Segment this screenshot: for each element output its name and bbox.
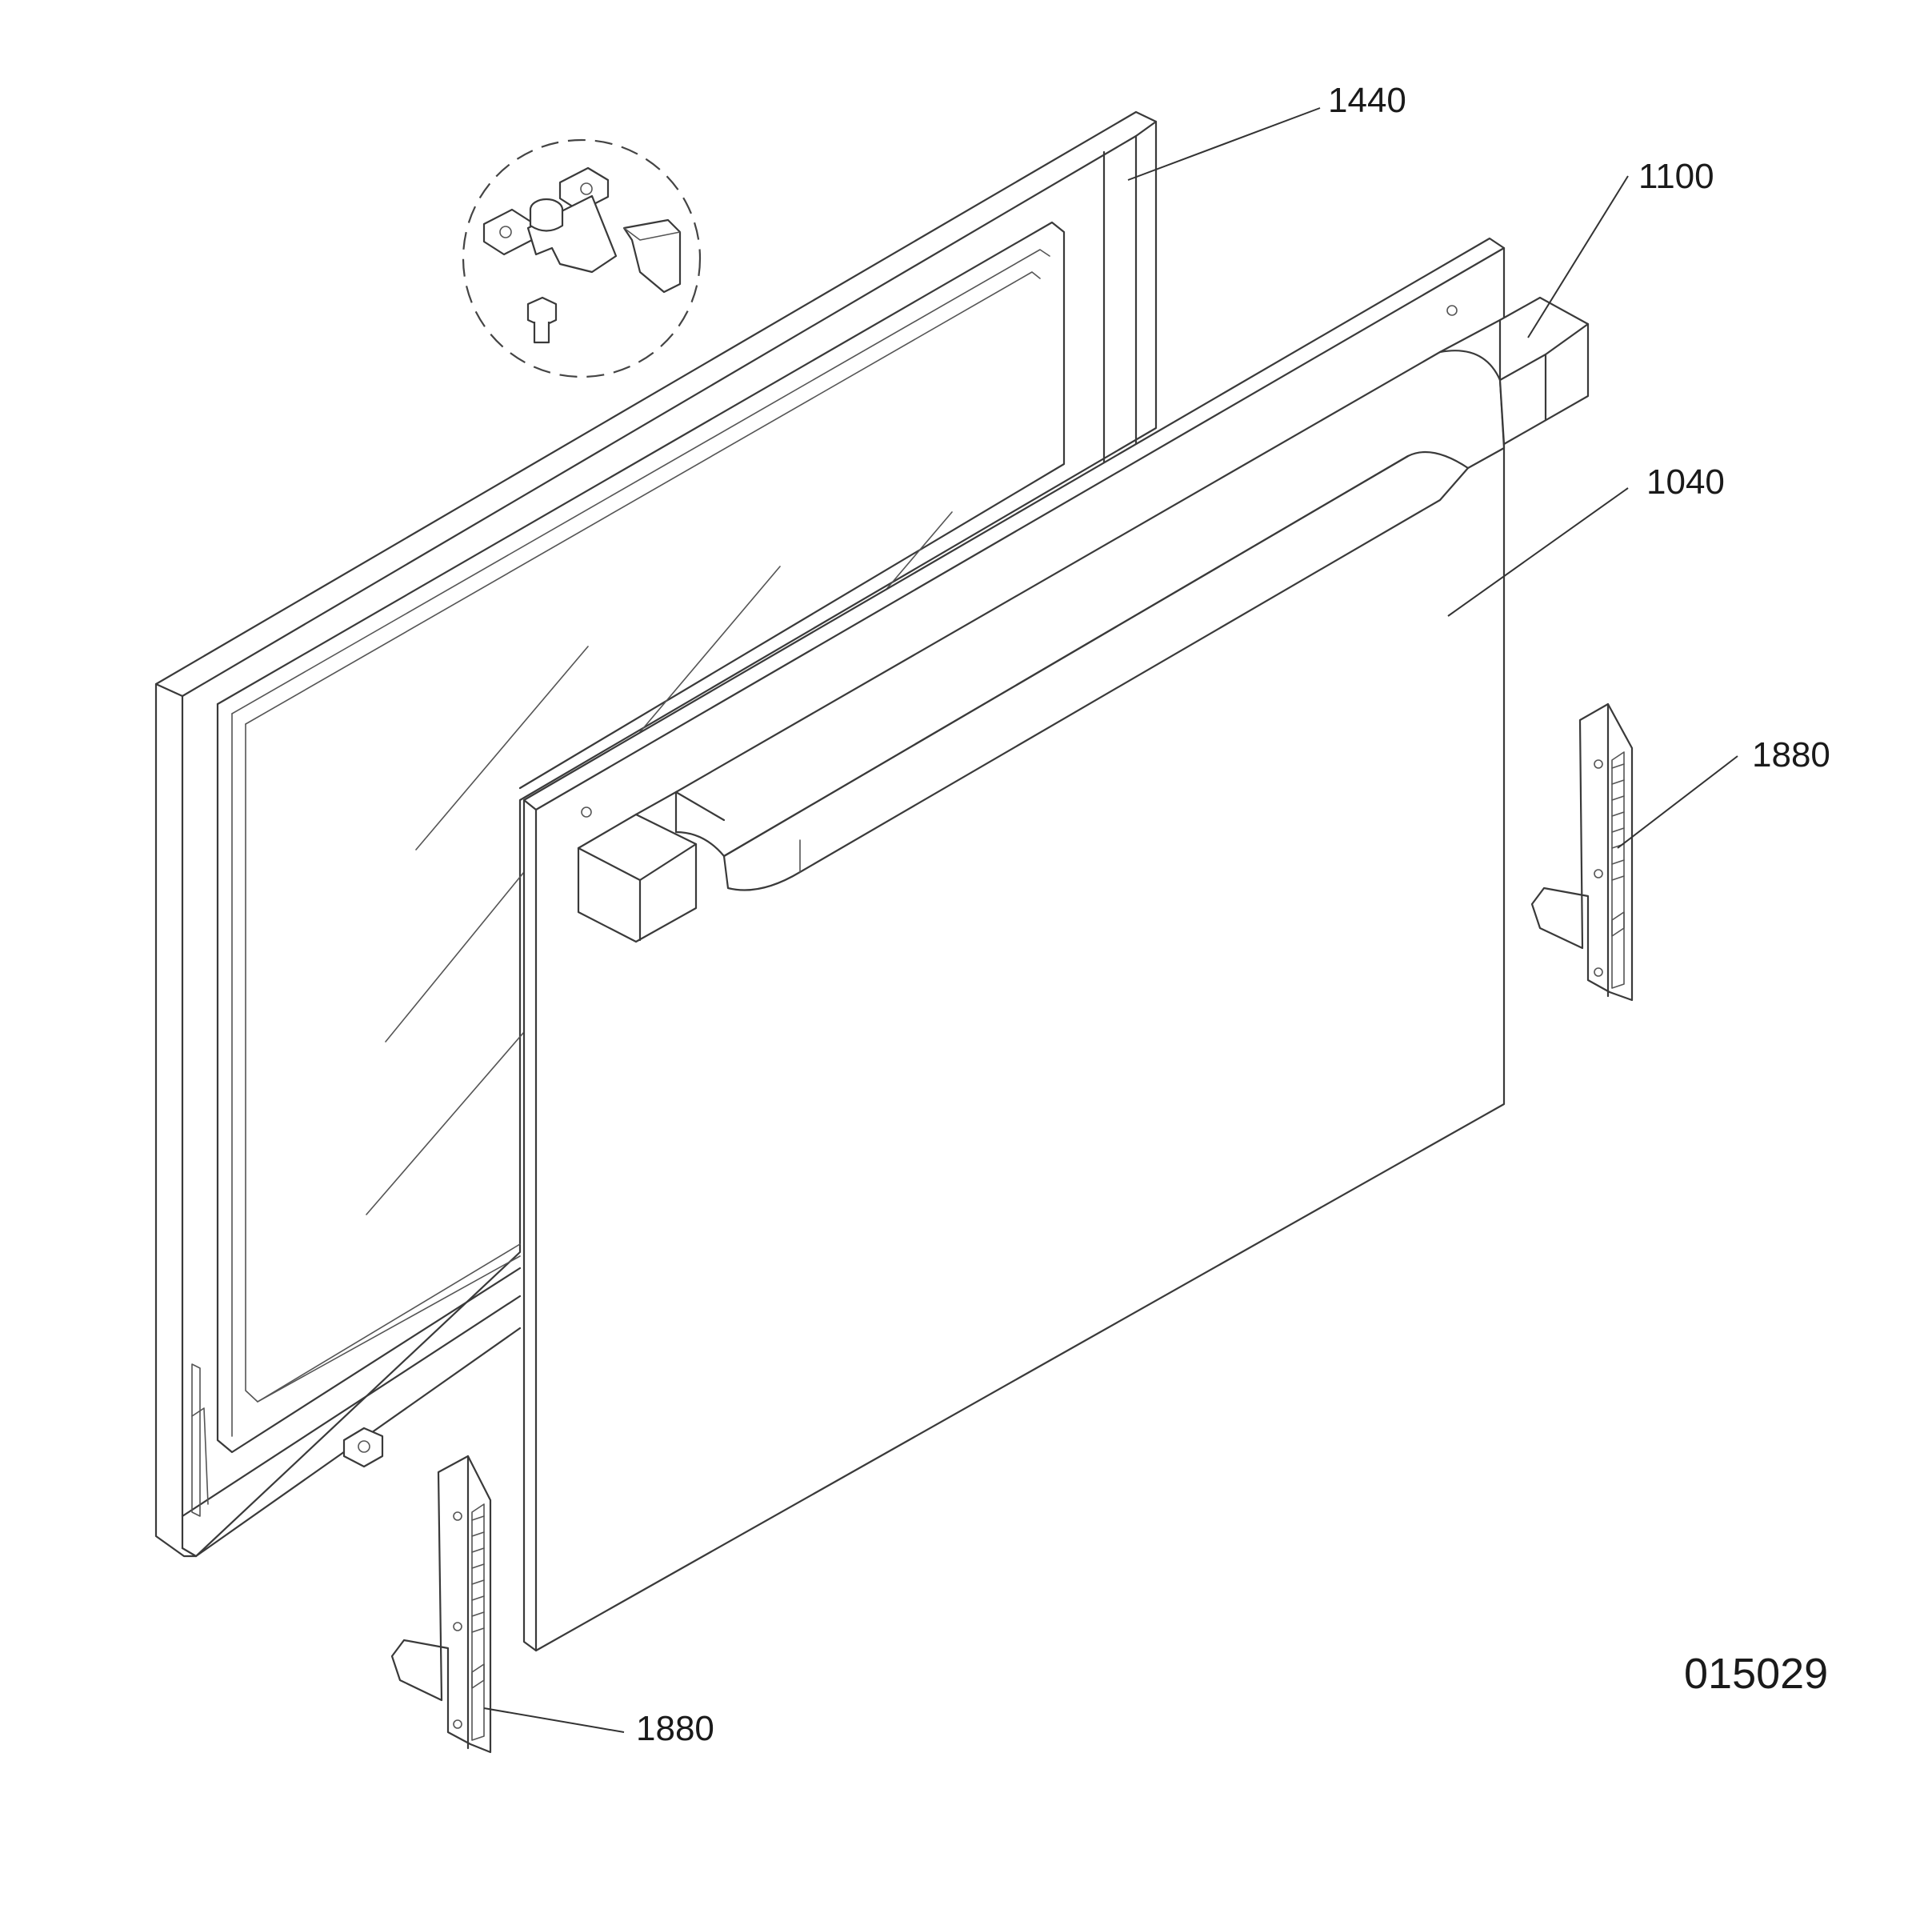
door-handle [577, 296, 1590, 943]
hinge-right [1530, 702, 1634, 1002]
door-panel [522, 237, 1506, 1652]
callout-1100: 1100 [1638, 157, 1714, 196]
inner-door-frame [154, 110, 1158, 1558]
latch-detail-callout [462, 138, 702, 378]
hinge-left [390, 1455, 492, 1754]
callout-1440: 1440 [1328, 81, 1406, 120]
callout-1880-right: 1880 [1752, 735, 1830, 774]
leader-lines [483, 107, 1738, 1733]
drawing-number: 015029 [1684, 1650, 1828, 1698]
callout-1880-left: 1880 [636, 1709, 714, 1748]
callout-1040: 1040 [1646, 462, 1725, 502]
